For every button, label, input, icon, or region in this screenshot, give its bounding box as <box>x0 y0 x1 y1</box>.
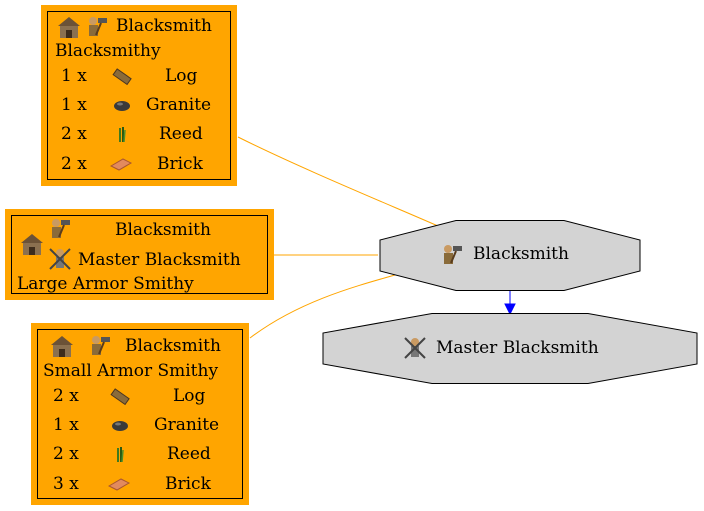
cost-ware: Granite <box>154 415 220 435</box>
worker-label: Blacksmith <box>116 16 212 36</box>
granite-icon <box>114 101 130 111</box>
building-large-armor-smithy: Blacksmith Master Blacksmith Large Armor… <box>5 209 274 300</box>
edge-arrowhead <box>504 303 516 316</box>
worker-label: Blacksmith <box>115 220 211 240</box>
building-large-armor-frame <box>11 215 268 294</box>
building-name: Large Armor Smithy <box>17 274 194 294</box>
node-label: Master Blacksmith <box>436 338 599 358</box>
brick-icon <box>109 158 133 171</box>
cost-ware: Brick <box>157 154 203 174</box>
cost-ware: Granite <box>146 95 212 115</box>
building-name: Small Armor Smithy <box>43 361 219 381</box>
node-blacksmith: Blacksmith <box>379 220 641 291</box>
node-master-blacksmith-shape <box>322 313 698 384</box>
building-blacksmithy: Blacksmith Blacksmithy 1 x Log 1 x Grani… <box>41 5 237 186</box>
worker-label: Master Blacksmith <box>78 250 241 270</box>
blacksmith-worker-icon <box>89 17 107 36</box>
building-house-icon <box>51 336 73 357</box>
worker-label: Blacksmith <box>125 336 221 356</box>
granite-icon <box>112 421 128 431</box>
cost-ware: Brick <box>165 474 211 494</box>
cost-qty: 3 x <box>53 474 79 494</box>
cost-qty: 2 x <box>53 386 79 406</box>
log-icon <box>110 388 130 406</box>
cost-ware: Reed <box>167 444 211 464</box>
building-blacksmithy-frame <box>47 11 231 180</box>
cost-ware: Log <box>165 66 198 86</box>
building-house-icon <box>21 234 43 255</box>
blacksmith-worker-icon <box>52 219 70 238</box>
brick-icon <box>107 478 131 491</box>
blacksmith-worker-icon <box>92 336 110 355</box>
building-name: Blacksmithy <box>55 41 161 61</box>
master-blacksmith-worker-icon <box>49 248 71 270</box>
edge-small-armor-to-blacksmith <box>249 272 403 339</box>
cost-qty: 2 x <box>53 444 79 464</box>
blacksmith-worker-icon <box>444 245 462 264</box>
node-blacksmith-shape <box>379 220 641 291</box>
cost-qty: 1 x <box>61 66 87 86</box>
node-master-blacksmith: Master Blacksmith <box>322 313 698 384</box>
building-house-icon <box>58 17 80 38</box>
building-small-armor-smithy: Blacksmith Small Armor Smithy 2 x Log 1 … <box>31 323 249 505</box>
master-blacksmith-worker-icon <box>404 337 426 359</box>
cost-qty: 1 x <box>53 415 79 435</box>
log-icon <box>112 68 132 86</box>
building-small-armor-frame <box>37 329 243 499</box>
edge-blacksmithy-to-blacksmith <box>237 136 439 227</box>
cost-ware: Reed <box>159 124 203 144</box>
cost-ware: Log <box>173 386 206 406</box>
cost-qty: 1 x <box>61 95 87 115</box>
reed-icon <box>117 447 124 463</box>
cost-qty: 2 x <box>61 154 87 174</box>
cost-qty: 2 x <box>61 124 87 144</box>
reed-icon <box>119 127 126 143</box>
node-label: Blacksmith <box>473 244 569 264</box>
